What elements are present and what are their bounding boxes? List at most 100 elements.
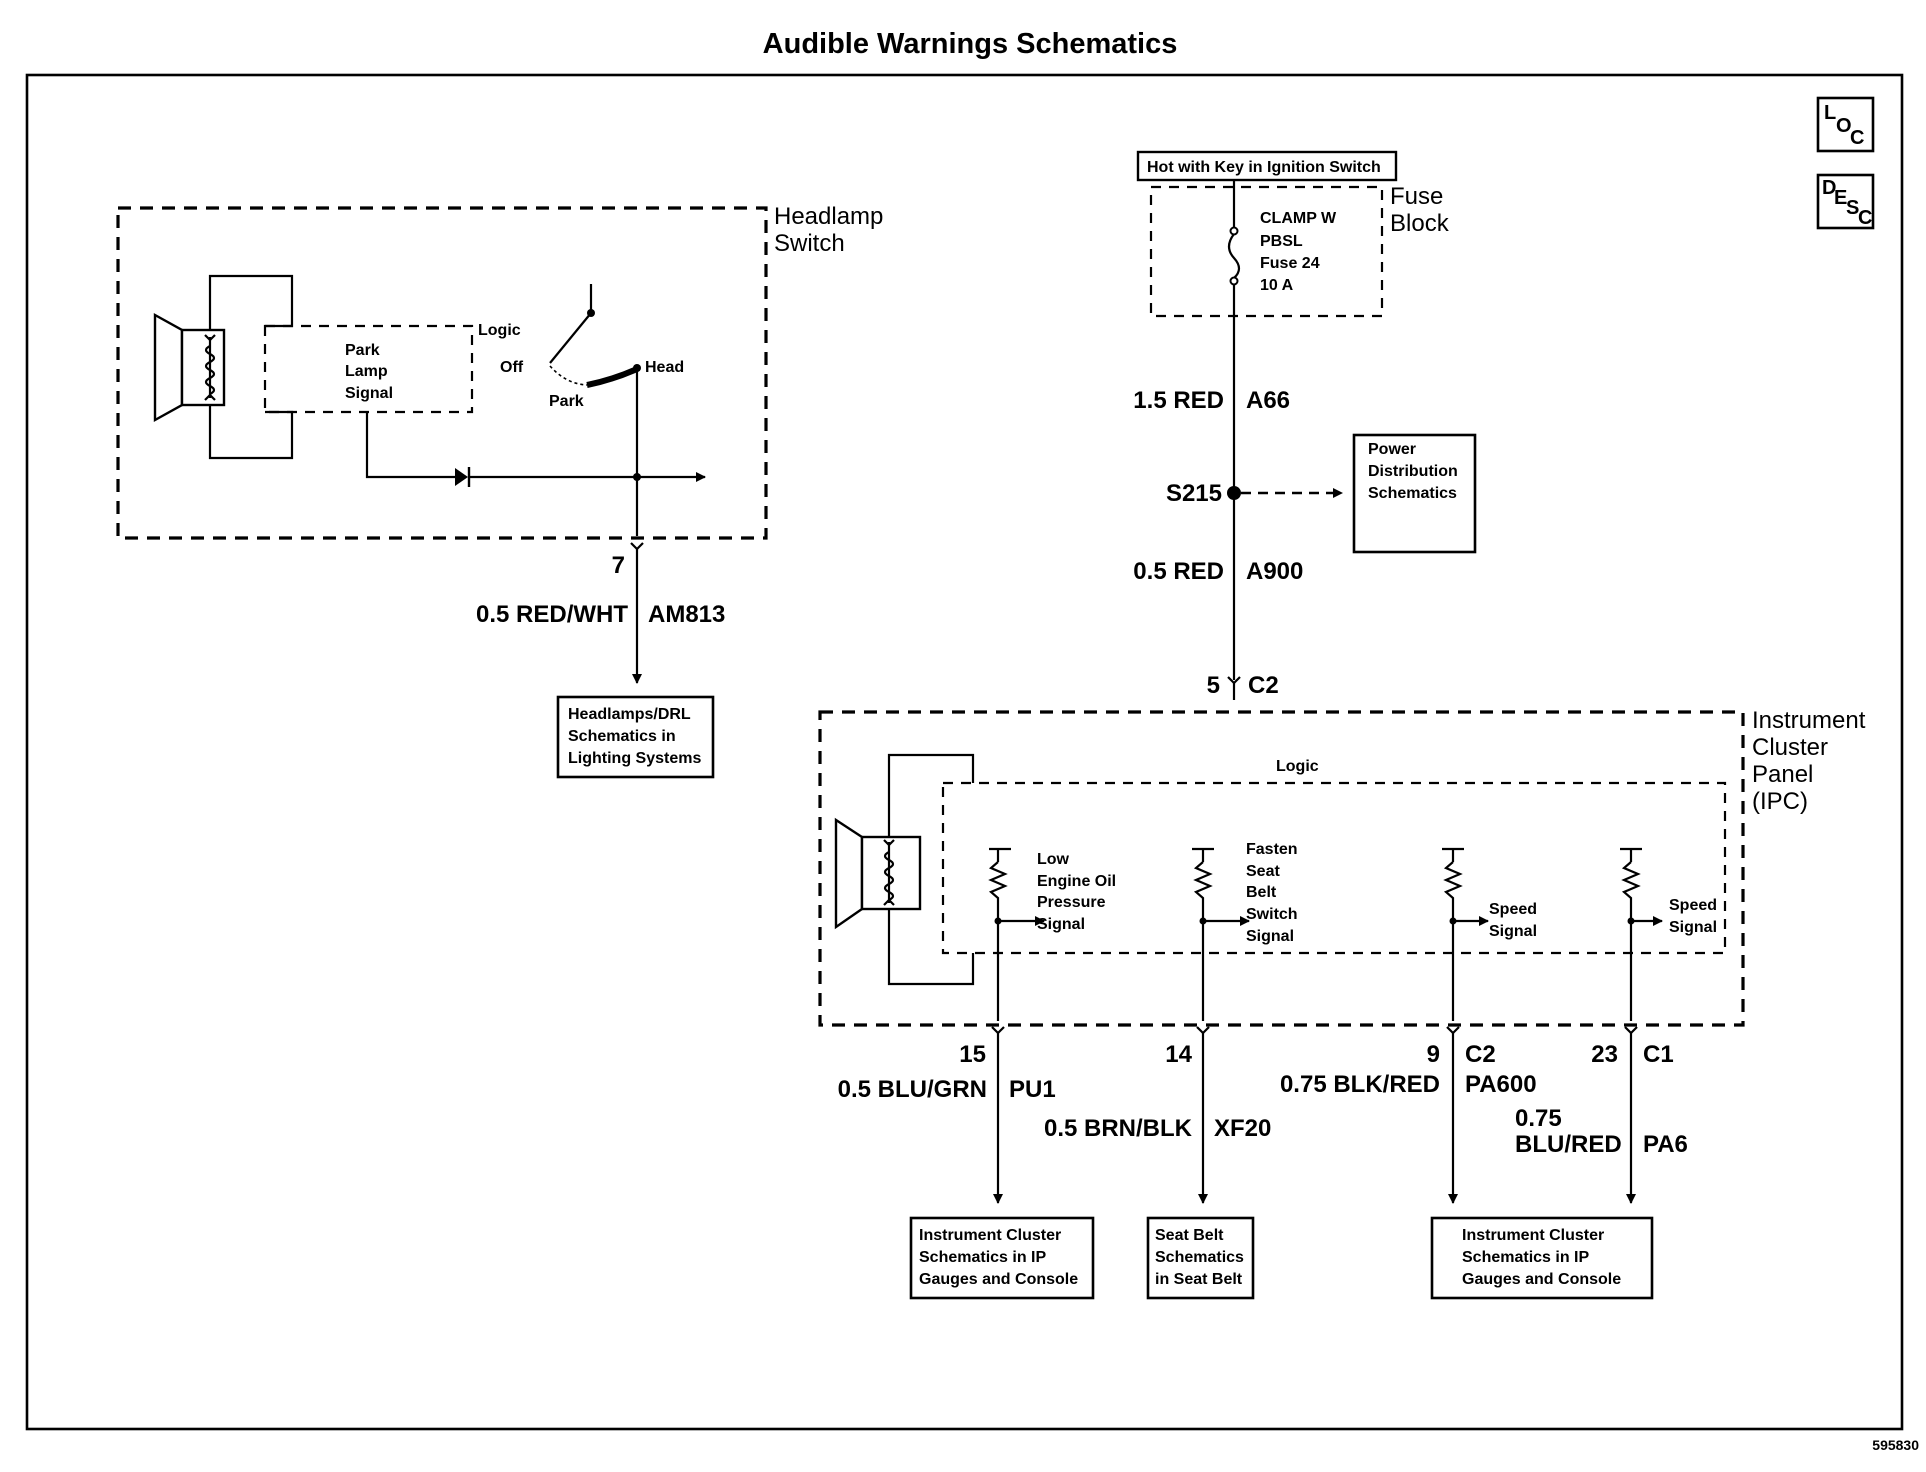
ipc-chime-speaker-icon <box>834 753 975 986</box>
ipc-feed-pin-label: 5 <box>1207 672 1220 699</box>
output-4-connector: C1 <box>1643 1041 1674 1068</box>
power-dist-ref-line-3: Schematics <box>1368 485 1457 502</box>
ipc-ref-1-line-2: Schematics in IP <box>919 1249 1046 1266</box>
power-source-label-box: Hot with Key in Ignition Switch <box>1136 150 1398 182</box>
park-lamp-signal-label-3: Signal <box>345 385 393 402</box>
seat-belt-ref-line-2: Schematics <box>1155 1249 1244 1266</box>
chime-speaker-icon <box>153 274 294 460</box>
output-4-pin: 23 <box>1591 1041 1618 1068</box>
seat-belt-ref-line-3: in Seat Belt <box>1155 1271 1243 1288</box>
output-2-pin: 14 <box>1165 1041 1192 1068</box>
output-4-wire-line-2: BLU/RED <box>1515 1131 1622 1158</box>
headlamps-ref-line-1: Headlamps/DRL <box>568 706 691 723</box>
output-1-wire: 0.5 BLU/GRN <box>838 1076 987 1103</box>
output-2-circuit: XF20 <box>1214 1115 1271 1142</box>
splice-s215-label: S215 <box>1166 480 1222 507</box>
ipc-feed-circuit: 1.5 RED A66 S215 0.5 RED A900 5 C2 <box>1133 316 1343 700</box>
headlamp-switch-boundary <box>116 206 768 540</box>
loc-nav-letter-3: C <box>1850 127 1864 149</box>
splice-s215-dot <box>1227 486 1241 500</box>
output-3-connector: C2 <box>1465 1041 1496 1068</box>
signal-1-line-1: Low <box>1037 851 1070 868</box>
headlamp-pin-label: 7 <box>612 552 625 579</box>
headlamp-wire-label: 0.5 RED/WHT <box>476 601 628 628</box>
output-1-pin: 15 <box>959 1041 986 1068</box>
instrument-cluster-panel: Instrument Cluster Panel (IPC) Logic Low… <box>818 707 1866 1027</box>
loc-nav-letter-2: O <box>1836 115 1852 137</box>
fuse-block-label-1: Fuse <box>1390 183 1443 210</box>
output-circuit-2: 14 0.5 BRN/BLK XF20 <box>1044 1026 1271 1204</box>
output-4-circuit: PA6 <box>1643 1131 1688 1158</box>
headlamps-ref-line-3: Lighting Systems <box>568 750 701 767</box>
output-3-wire: 0.75 BLK/RED <box>1280 1071 1440 1098</box>
ipc-schematics-reference-box-1[interactable]: Instrument Cluster Schematics in IP Gaug… <box>909 1216 1095 1300</box>
signal-4-line-1: Speed <box>1669 897 1717 914</box>
ipc-boundary <box>818 710 1745 1027</box>
ipc-label-3: Panel <box>1752 761 1813 788</box>
ipc-label-1: Instrument <box>1752 707 1866 734</box>
headlamp-output-circuit: 7 0.5 RED/WHT AM813 <box>476 542 725 684</box>
park-lamp-signal-label-1: Park <box>345 342 380 359</box>
switch-off-label: Off <box>500 359 524 376</box>
output-3-pin: 9 <box>1427 1041 1440 1068</box>
fuse-label-1: CLAMP W <box>1260 210 1337 227</box>
ipc-feed-wire-label: 0.5 RED <box>1133 558 1224 585</box>
oil-pressure-signal-circuit: Low Engine Oil Pressure Signal <box>988 847 1116 1021</box>
fuse-block: Fuse Block CLAMP W PBSL Fuse 24 10 A <box>1149 180 1450 318</box>
fuse-label-2: PBSL <box>1260 233 1303 250</box>
signal-2-line-2: Seat <box>1246 863 1280 880</box>
ipc-ref-2-line-1: Instrument Cluster <box>1462 1227 1604 1244</box>
output-3-circuit: PA600 <box>1465 1071 1537 1098</box>
seat-belt-ref-line-1: Seat Belt <box>1155 1227 1224 1244</box>
desc-nav-letter-1: D <box>1822 177 1836 199</box>
signal-1-line-2: Engine Oil <box>1037 873 1116 890</box>
headlamp-logic-label: Logic <box>478 322 521 339</box>
signal-1-line-4: Signal <box>1037 916 1085 933</box>
ipc-logic-label: Logic <box>1276 758 1319 775</box>
power-source-label: Hot with Key in Ignition Switch <box>1147 159 1381 176</box>
fuse-block-boundary <box>1149 185 1384 318</box>
output-circuit-3: 9 C2 0.75 BLK/RED PA600 <box>1280 1026 1537 1204</box>
fuse-circuit-label: A66 <box>1246 387 1290 414</box>
seat-belt-reference-box[interactable]: Seat Belt Schematics in Seat Belt <box>1146 1216 1255 1300</box>
speed-signal-circuit-2: Speed Signal <box>1620 847 1717 1021</box>
headlamp-logic-boundary <box>263 324 474 414</box>
output-circuit-4: 23 C1 0.75 BLU/RED PA6 <box>1515 1026 1688 1204</box>
fuse-icon <box>1227 180 1241 316</box>
park-lamp-signal-label-2: Lamp <box>345 363 388 380</box>
headlamp-switch-label-1: Headlamp <box>774 203 883 230</box>
fuse-block-label-2: Block <box>1390 210 1450 237</box>
signal-2-line-5: Signal <box>1246 928 1294 945</box>
signal-2-line-4: Switch <box>1246 906 1298 923</box>
desc-nav-letter-4: C <box>1858 207 1872 229</box>
output-1-circuit: PU1 <box>1009 1076 1056 1103</box>
power-dist-ref-line-1: Power <box>1368 441 1416 458</box>
ipc-feed-circuit-label: A900 <box>1246 558 1303 585</box>
fuse-label-3: Fuse 24 <box>1260 255 1320 272</box>
signal-3-line-1: Speed <box>1489 901 1537 918</box>
ipc-ref-1-line-1: Instrument Cluster <box>919 1227 1061 1244</box>
fuse-label-4: 10 A <box>1260 277 1294 294</box>
desc-nav-button[interactable]: D E S C <box>1816 173 1875 230</box>
diode-icon <box>455 467 471 487</box>
loc-nav-button[interactable]: L O C <box>1816 96 1875 153</box>
signal-1-line-3: Pressure <box>1037 894 1106 911</box>
ipc-ref-1-line-3: Gauges and Console <box>919 1271 1078 1288</box>
output-2-wire: 0.5 BRN/BLK <box>1044 1115 1193 1142</box>
ipc-feed-connector-label: C2 <box>1248 672 1279 699</box>
switch-head-label: Head <box>645 359 684 376</box>
power-distribution-reference-box[interactable]: Power Distribution Schematics <box>1352 433 1477 554</box>
seat-belt-signal-circuit: Fasten Seat Belt Switch Signal <box>1192 841 1298 1021</box>
headlamp-switch: Headlamp Switch Logic Park Lamp Signal <box>116 203 883 540</box>
signal-4-line-2: Signal <box>1669 919 1717 936</box>
headlamps-drl-reference-box[interactable]: Headlamps/DRL Schematics in Lighting Sys… <box>556 695 715 779</box>
output-4-wire-line-1: 0.75 <box>1515 1105 1562 1132</box>
speed-signal-circuit-1: Speed Signal <box>1442 847 1537 1021</box>
page-title: Audible Warnings Schematics <box>763 28 1178 60</box>
output-circuit-1: 15 0.5 BLU/GRN PU1 <box>838 1026 1056 1204</box>
headlamps-ref-line-2: Schematics in <box>568 728 676 745</box>
headlamp-circuit-label: AM813 <box>648 601 725 628</box>
fuse-wire-label: 1.5 RED <box>1133 387 1224 414</box>
ipc-schematics-reference-box-2[interactable]: Instrument Cluster Schematics in IP Gaug… <box>1430 1216 1654 1300</box>
